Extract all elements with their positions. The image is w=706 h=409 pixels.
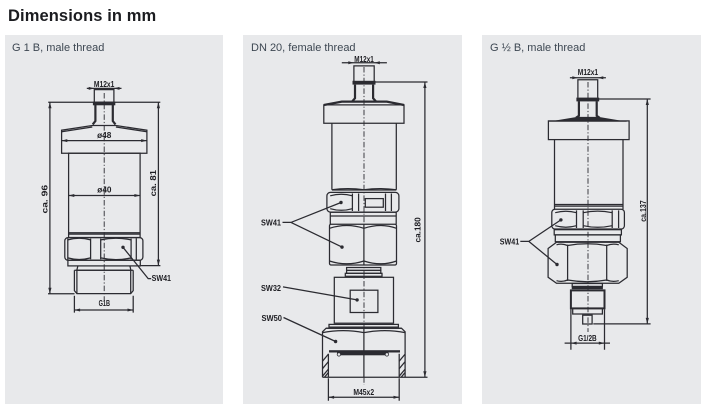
svg-text:ca. 96: ca. 96 xyxy=(40,184,49,213)
svg-text:SW32: SW32 xyxy=(261,284,282,293)
svg-text:ø48: ø48 xyxy=(97,131,112,140)
svg-text:ca. 81: ca. 81 xyxy=(149,169,158,196)
svg-text:ca.137: ca.137 xyxy=(639,200,648,222)
svg-text:G1B: G1B xyxy=(99,299,111,308)
svg-text:SW50: SW50 xyxy=(262,314,283,323)
svg-text:M12x1: M12x1 xyxy=(578,68,599,77)
svg-text:M45x2: M45x2 xyxy=(353,388,374,397)
svg-text:M12x1: M12x1 xyxy=(354,55,374,64)
svg-text:SW41: SW41 xyxy=(261,219,282,228)
svg-text:SW41: SW41 xyxy=(152,274,172,283)
svg-text:ø40: ø40 xyxy=(97,186,112,195)
svg-text:SW41: SW41 xyxy=(500,238,520,247)
svg-text:M12x1: M12x1 xyxy=(94,80,115,89)
svg-text:G1/2B: G1/2B xyxy=(578,334,597,343)
svg-text:ca.180: ca.180 xyxy=(413,217,422,243)
